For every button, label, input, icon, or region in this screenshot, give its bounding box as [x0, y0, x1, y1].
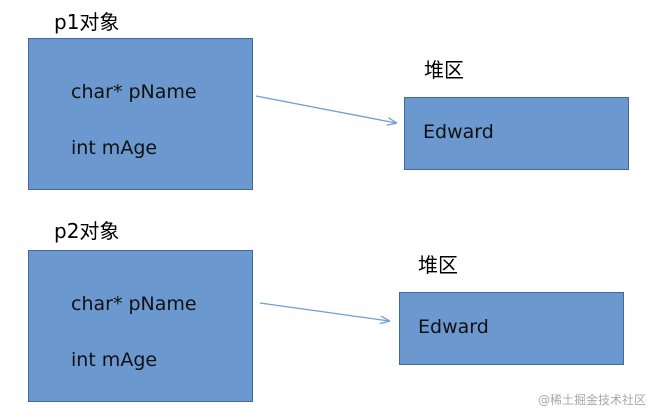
p2-field-pname: char* pName [71, 293, 197, 315]
p1-heap-box: Edward [404, 97, 629, 170]
p1-heap-label: 堆区 [424, 58, 464, 82]
p1-pname-arrow [255, 95, 396, 123]
p2-object-label: p2对象 [54, 219, 120, 243]
p2-heap-box: Edward [399, 292, 624, 365]
p1-object-box: char* pName int mAge [28, 38, 253, 190]
p1-field-mage: int mAge [71, 137, 158, 159]
p2-field-mage: int mAge [71, 349, 158, 371]
p2-heap-value: Edward [418, 316, 489, 338]
p2-object-box: char* pName int mAge [28, 250, 253, 402]
p1-field-pname: char* pName [71, 81, 197, 103]
p2-heap-label: 堆区 [418, 253, 458, 277]
p1-heap-value: Edward [423, 121, 494, 143]
p1-object-label: p1对象 [54, 10, 120, 34]
watermark: @稀土掘金技术社区 [537, 393, 646, 407]
p2-pname-arrow [259, 302, 389, 321]
